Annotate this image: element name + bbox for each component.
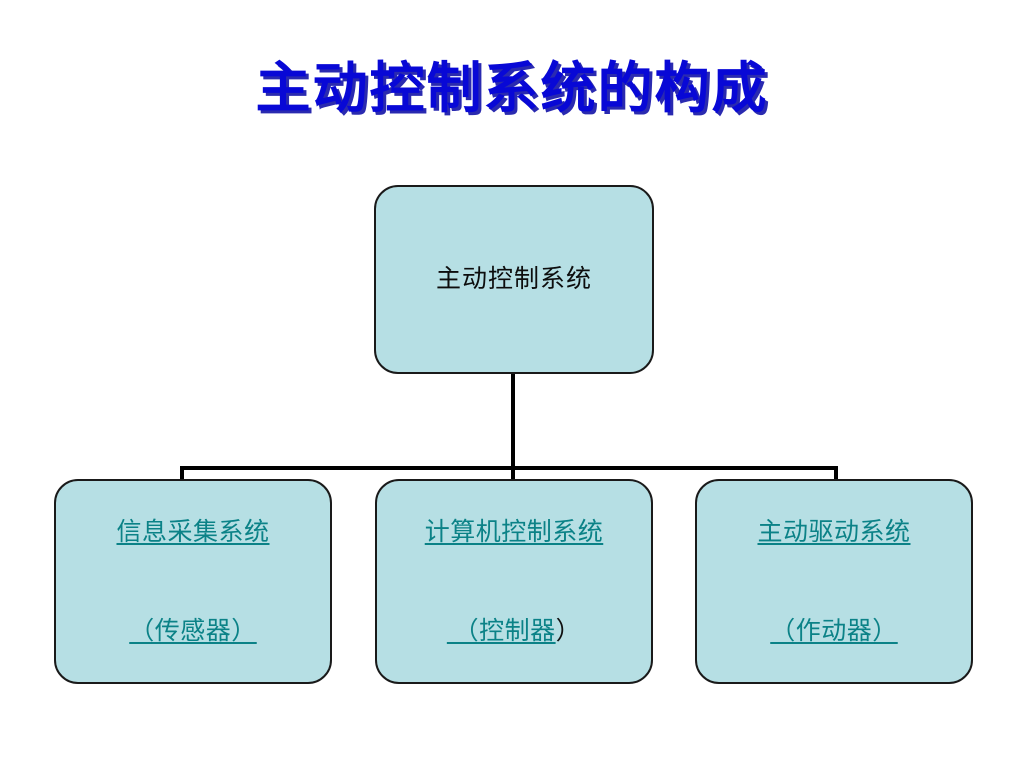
- node-child-computer-control[interactable]: 计算机控制系统 （控制器）: [375, 479, 653, 684]
- node-child-2-label: 计算机控制系统 （控制器）: [425, 450, 604, 714]
- node-child-3-line2: （作动器）: [770, 617, 898, 645]
- node-root[interactable]: 主动控制系统: [374, 185, 654, 374]
- node-child-1-line2: （传感器）: [129, 617, 257, 645]
- node-root-label: 主动控制系统: [435, 265, 592, 293]
- node-child-2-line2-tail: ）: [555, 617, 582, 645]
- node-child-1-label: 信息采集系统 （传感器）: [116, 450, 269, 714]
- page-title: 主动控制系统的构成: [255, 56, 769, 120]
- node-child-3-line1: 主动驱动系统: [757, 518, 911, 546]
- node-child-information-acquisition[interactable]: 信息采集系统 （传感器）: [54, 479, 332, 684]
- node-child-2-line2: （控制器: [446, 617, 556, 645]
- node-child-1-line1: 信息采集系统: [116, 518, 270, 546]
- node-child-2-line1: 计算机控制系统: [424, 518, 604, 546]
- node-child-active-actuation[interactable]: 主动驱动系统 （作动器）: [695, 479, 973, 684]
- node-child-3-label: 主动驱动系统 （作动器）: [757, 450, 910, 714]
